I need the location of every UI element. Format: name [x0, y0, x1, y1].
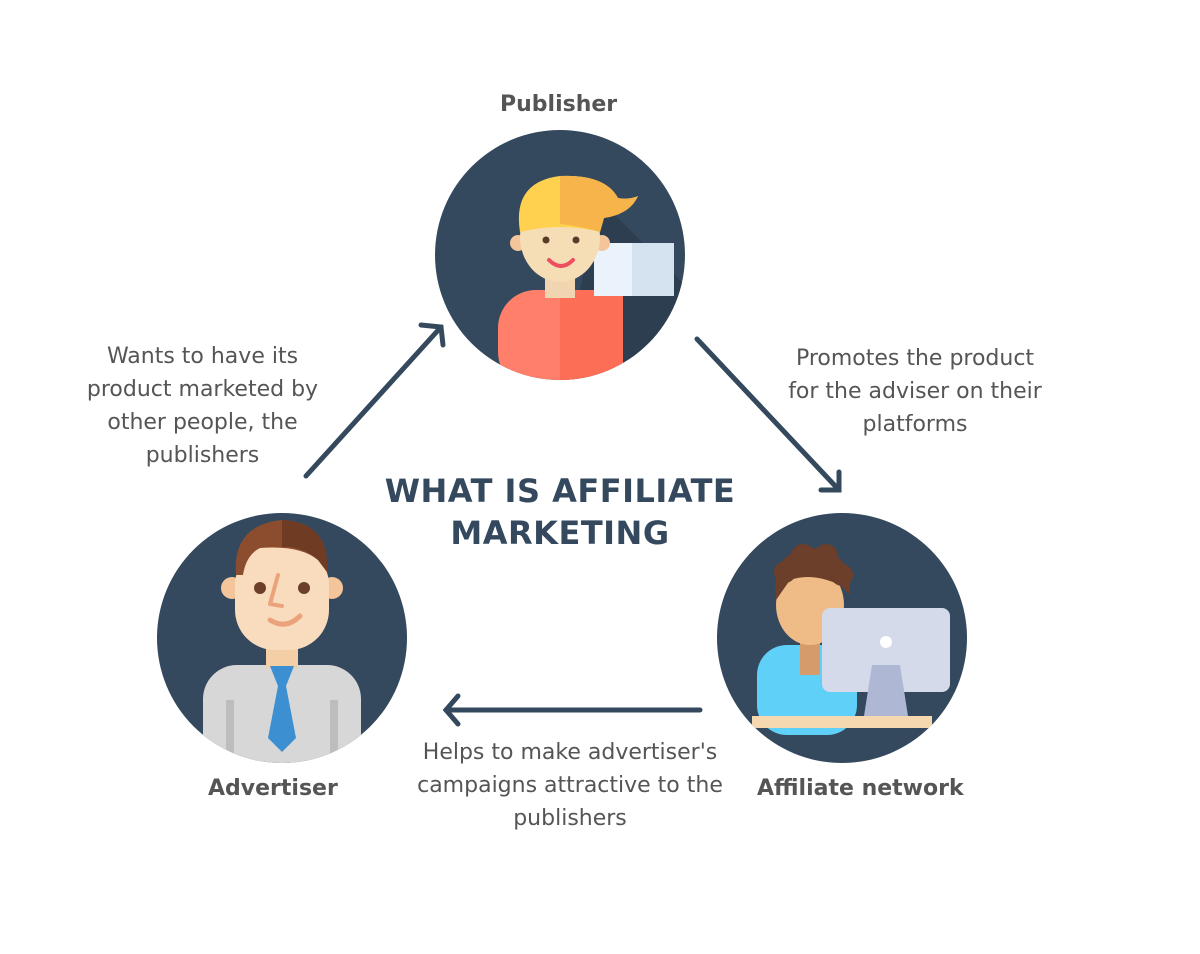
- affiliate-network-label: Affiliate network: [757, 776, 964, 801]
- arrow-publisher-to-network: [694, 336, 842, 493]
- publisher-to-network-description: Promotes the product for the adviser on …: [755, 342, 1075, 441]
- publisher-label: Publisher: [500, 92, 618, 117]
- arrow-advertiser-to-publisher: [303, 322, 446, 479]
- title-line-2: MARKETING: [450, 514, 670, 552]
- description-line: Wants to have its: [106, 344, 299, 369]
- description-line: other people, the: [107, 410, 298, 435]
- affiliate-network-avatar: [717, 513, 967, 763]
- description-line: Promotes the product: [795, 346, 1035, 371]
- description-line: for the adviser on their: [788, 379, 1042, 404]
- description-line: publishers: [513, 806, 627, 831]
- diagram-title: WHAT IS AFFILIATE MARKETING: [370, 470, 750, 554]
- description-line: publishers: [145, 443, 260, 468]
- description-line: platforms: [862, 412, 968, 437]
- network-to-advertiser-description: Helps to make advertiser's campaigns att…: [380, 736, 760, 835]
- description-line: product marketed by: [86, 377, 319, 402]
- arrow-network-to-advertiser: [442, 693, 703, 727]
- description-line: Helps to make advertiser's: [422, 740, 718, 765]
- advertiser-avatar: [157, 513, 407, 763]
- description-line: campaigns attractive to the: [417, 773, 723, 798]
- title-line-1: WHAT IS AFFILIATE: [384, 472, 736, 510]
- advertiser-label: Advertiser: [208, 776, 338, 801]
- publisher-avatar: [435, 130, 685, 380]
- advertiser-to-publisher-description: Wants to have its product marketed by ot…: [60, 340, 345, 472]
